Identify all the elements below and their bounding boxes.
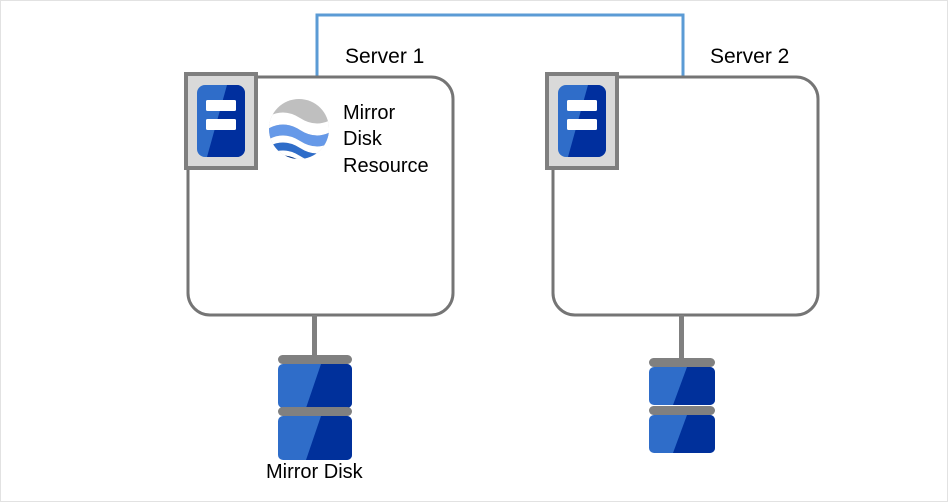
mirror-disk-label: Mirror Disk [266,461,363,483]
server-icon [545,72,619,170]
server-2-label: Server 2 [710,45,790,68]
server-2-box[interactable] [551,75,820,317]
server-1-disk-connector [312,315,317,359]
disk-stack-icon [649,358,715,453]
server-icon [184,72,258,170]
resource-label-line-3: Resource [343,154,429,177]
server-2-disk-connector [679,315,684,359]
disk-stack-icon [278,355,352,460]
resource-label-line-2: Disk [343,128,382,151]
server-1-label: Server 1 [345,45,425,68]
resource-label-line-1: Mirror [343,102,396,124]
interconnect-link [315,13,685,78]
